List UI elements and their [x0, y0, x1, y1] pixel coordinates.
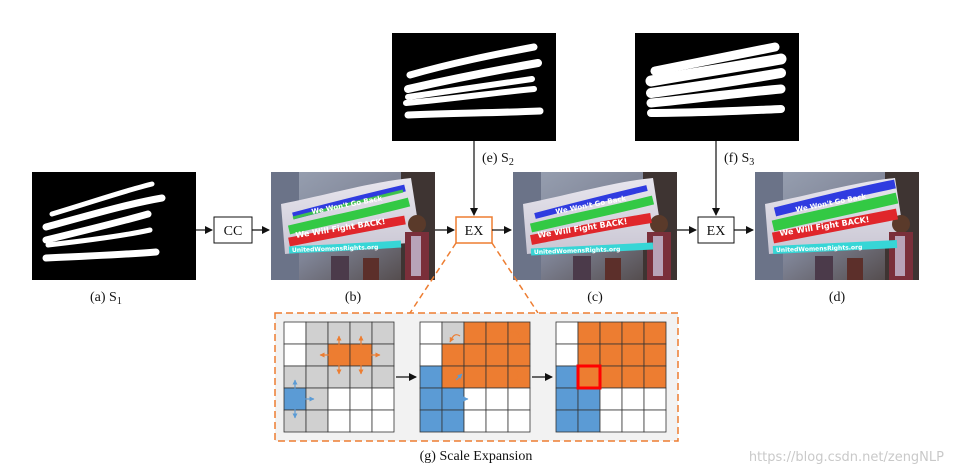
photo-b [271, 172, 435, 280]
banner-line3-d: UnitedWomensRights.org [776, 244, 863, 254]
s3-mask-image [635, 33, 799, 141]
ex-box-1: EX [455, 216, 493, 244]
label-g: (g) Scale Expansion [420, 449, 533, 464]
label-b: (b) [345, 290, 362, 305]
ex-box-2: EX [697, 216, 735, 244]
label-a: (a) S1 [90, 290, 122, 307]
conflict-cell-highlight [576, 364, 602, 390]
grid-step-3 [555, 321, 667, 433]
cc-box-label: CC [224, 224, 243, 239]
s2-mask-image [392, 33, 556, 141]
label-d: (d) [829, 290, 846, 305]
scale-expansion-panel [274, 312, 679, 442]
banner-line3-b: UnitedWomensRights.org [292, 244, 379, 254]
label-c: (c) [587, 290, 603, 305]
cc-box: CC [213, 216, 253, 244]
photo-d [755, 172, 919, 280]
watermark: https://blog.csdn.net/zengNLP [749, 450, 944, 465]
zoom-lines [409, 242, 539, 314]
label-f: (f) S3 [724, 151, 754, 168]
ex-box-2-label: EX [707, 224, 726, 239]
banner-line3-c: UnitedWomensRights.org [534, 246, 621, 256]
photo-c [513, 172, 677, 280]
s1-mask-image [32, 172, 196, 280]
flow-arrows [196, 141, 754, 234]
grid-step-2 [419, 321, 531, 433]
ex-box-1-label: EX [465, 224, 484, 239]
grid-step-1 [283, 321, 395, 433]
label-e: (e) S2 [482, 151, 514, 168]
